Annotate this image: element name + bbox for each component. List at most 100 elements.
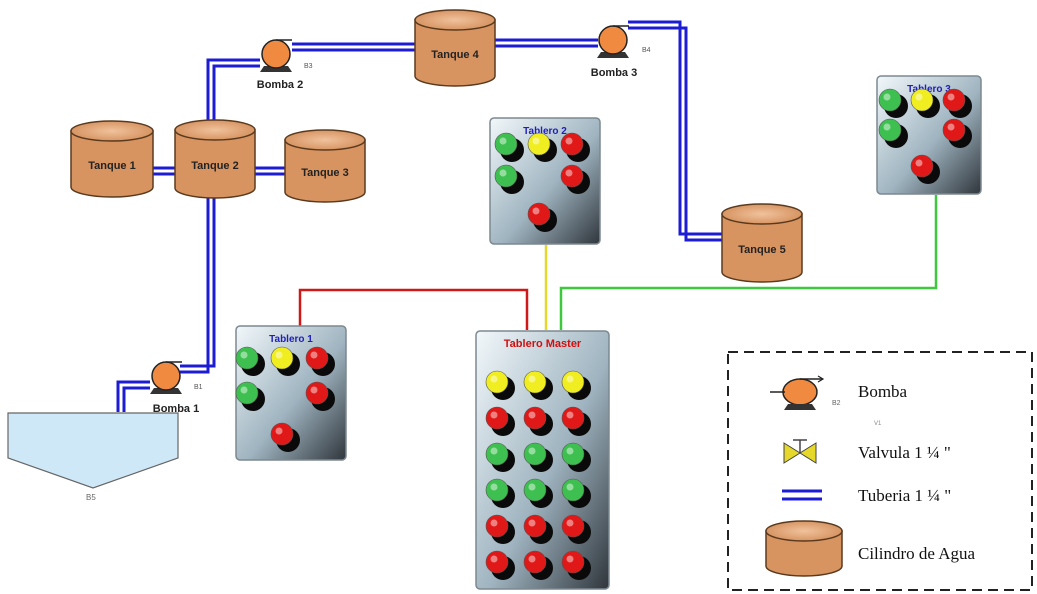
yellow-button[interactable] — [527, 132, 557, 162]
button-shine — [532, 207, 540, 215]
green-button[interactable] — [494, 164, 524, 194]
red-button[interactable] — [523, 514, 553, 544]
button-shine — [947, 123, 955, 131]
legend-valve-icon — [783, 439, 817, 464]
button-cap — [561, 406, 585, 430]
pump-label: Bomba 2 — [257, 79, 303, 91]
green-button[interactable] — [523, 442, 553, 472]
button-shine — [947, 93, 955, 101]
tank-top — [174, 119, 256, 141]
tablero-2: Tablero 2 — [489, 117, 601, 245]
button-shine — [528, 555, 536, 563]
red-button[interactable] — [270, 422, 300, 452]
button-cap — [523, 370, 547, 394]
button-shine — [566, 411, 574, 419]
panel-title: Tablero Master — [504, 338, 582, 350]
red-button[interactable] — [561, 406, 591, 436]
panel-title: Tablero 1 — [269, 334, 313, 345]
button-cap — [527, 202, 551, 226]
green-button[interactable] — [235, 381, 265, 411]
wire-red — [298, 288, 529, 330]
tablero-1: Tablero 1 — [235, 325, 347, 461]
red-button[interactable] — [485, 550, 515, 580]
green-button[interactable] — [523, 478, 553, 508]
red-button[interactable] — [523, 406, 553, 436]
button-cap — [910, 88, 934, 112]
legend-pipe-label: Tuberia 1 ¼ " — [858, 486, 951, 505]
tank-label: Tanque 1 — [88, 160, 135, 172]
button-cap — [485, 370, 509, 394]
green-button[interactable] — [878, 88, 908, 118]
green-button[interactable] — [235, 346, 265, 376]
tank-body — [70, 130, 154, 198]
green-button[interactable] — [485, 442, 515, 472]
pump-body — [261, 39, 291, 69]
red-button[interactable] — [305, 381, 335, 411]
pipe-tanque1-tanque2 — [152, 166, 175, 176]
button-cap — [523, 550, 547, 574]
green-button[interactable] — [561, 442, 591, 472]
red-button[interactable] — [485, 406, 515, 436]
green-button[interactable] — [485, 478, 515, 508]
yellow-button[interactable] — [910, 88, 940, 118]
button-shine — [528, 411, 536, 419]
yellow-button[interactable] — [561, 370, 591, 400]
button-shine — [565, 137, 573, 145]
tanque-1: Tanque 1 — [70, 120, 154, 198]
tank-label: Tanque 2 — [191, 160, 238, 172]
button-cap — [878, 118, 902, 142]
red-button[interactable] — [527, 202, 557, 232]
button-shine — [275, 427, 283, 435]
button-cap — [485, 478, 509, 502]
tanque-4: Tanque 4 — [414, 9, 496, 87]
button-cap — [942, 118, 966, 142]
red-button[interactable] — [561, 514, 591, 544]
cistern-tag: B5 — [86, 493, 96, 502]
green-button[interactable] — [561, 478, 591, 508]
button-cap — [494, 132, 518, 156]
button-shine — [528, 519, 536, 527]
red-button[interactable] — [485, 514, 515, 544]
button-shine — [490, 447, 498, 455]
button-cap — [527, 132, 551, 156]
red-button[interactable] — [910, 154, 940, 184]
red-button[interactable] — [942, 118, 972, 148]
button-cap — [485, 406, 509, 430]
button-cap — [270, 422, 294, 446]
button-shine — [310, 351, 318, 359]
button-cap — [235, 346, 259, 370]
pipe-tanque4-bomba3 — [493, 38, 598, 48]
yellow-button[interactable] — [270, 346, 300, 376]
button-shine — [528, 375, 536, 383]
red-button[interactable] — [561, 550, 591, 580]
button-shine — [499, 137, 507, 145]
red-button[interactable] — [560, 164, 590, 194]
button-shine — [490, 411, 498, 419]
button-cap — [523, 514, 547, 538]
tank-top — [721, 203, 803, 225]
green-button[interactable] — [878, 118, 908, 148]
pipe-riser-bomba2 — [206, 58, 260, 122]
legend-pump-tag: B2 — [832, 400, 841, 407]
red-button[interactable] — [523, 550, 553, 580]
red-button[interactable] — [560, 132, 590, 162]
button-shine — [528, 447, 536, 455]
button-cap — [523, 406, 547, 430]
yellow-button[interactable] — [485, 370, 515, 400]
tanque-2: Tanque 2 — [174, 119, 256, 199]
button-shine — [490, 519, 498, 527]
red-button[interactable] — [305, 346, 335, 376]
button-shine — [566, 483, 574, 491]
legend-valve-tag: V1 — [874, 421, 882, 427]
yellow-button[interactable] — [523, 370, 553, 400]
button-cap — [270, 346, 294, 370]
red-button[interactable] — [942, 88, 972, 118]
pump-label: Bomba 1 — [153, 403, 199, 415]
legend-cylinder-icon — [765, 520, 843, 577]
panel-title: Tablero 2 — [523, 126, 567, 137]
green-button[interactable] — [494, 132, 524, 162]
pump-base — [150, 388, 182, 394]
button-cap — [523, 478, 547, 502]
